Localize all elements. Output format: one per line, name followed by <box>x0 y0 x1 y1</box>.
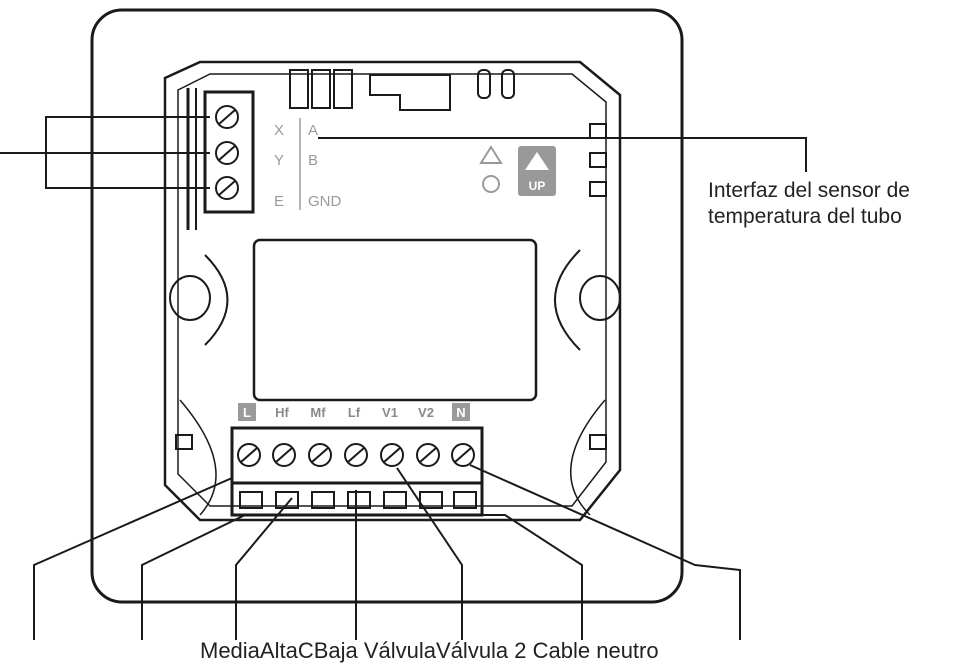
bottom-slots <box>239 491 477 509</box>
label-lf: Lf <box>348 405 361 420</box>
label-v1: V1 <box>382 405 398 420</box>
outer-frame <box>90 8 684 604</box>
label-gnd: GND <box>308 193 342 210</box>
left-screws <box>215 105 239 200</box>
up-badge <box>518 146 556 196</box>
warning-icon <box>479 145 503 164</box>
bottom-terminal-callout: MediaAltaCBaja VálvulaVálvula 2 Cable ne… <box>200 638 659 663</box>
right-mount-hole <box>579 275 621 321</box>
label-v2: V2 <box>418 405 434 420</box>
right-side-pin <box>589 434 607 450</box>
sensor-leader-line <box>318 137 807 172</box>
left-wire-bracket <box>0 116 210 189</box>
top-pin-2 <box>501 69 515 99</box>
up-badge-label: UP <box>529 179 546 193</box>
top-connector-2 <box>311 69 331 109</box>
module-body <box>163 60 622 522</box>
left-arc <box>204 254 229 346</box>
label-n: N <box>456 405 465 420</box>
right-arc-lower <box>569 399 606 516</box>
top-connector-4 <box>369 74 451 111</box>
display-window <box>252 238 538 402</box>
pipe-sensor-callout-line2: temperatura del tubo <box>708 205 902 228</box>
left-arc-lower <box>179 399 217 516</box>
label-l: L <box>243 405 251 420</box>
top-connector-3 <box>333 69 353 109</box>
certification-icon <box>482 175 500 193</box>
label-y: Y <box>274 152 284 169</box>
pipe-sensor-callout: Interfaz del sensor de temperatura del t… <box>708 178 910 230</box>
label-x: X <box>274 122 284 139</box>
bottom-screws <box>237 443 475 467</box>
label-b: B <box>308 152 318 169</box>
bottom-leader-lines <box>33 464 741 640</box>
label-mf: Mf <box>310 405 326 420</box>
right-arc <box>554 249 581 351</box>
right-pin-2 <box>589 152 607 168</box>
label-a: A <box>308 122 318 139</box>
bottom-terminal-labels: L Hf Mf Lf V1 V2 N <box>238 403 470 421</box>
bottom-terminal-block <box>230 426 484 485</box>
left-side-pin <box>175 434 193 450</box>
pipe-sensor-callout-line1: Interfaz del sensor de <box>708 179 910 202</box>
label-e: E <box>274 193 284 210</box>
label-n-box <box>452 403 470 421</box>
label-l-box <box>238 403 256 421</box>
top-connector-1 <box>289 69 309 109</box>
right-pin-3 <box>589 181 607 197</box>
label-hf: Hf <box>275 405 289 420</box>
left-mount-hole <box>169 275 211 321</box>
top-pin-1 <box>477 69 491 99</box>
right-pin-1 <box>589 123 607 139</box>
up-arrow-icon <box>525 152 549 170</box>
